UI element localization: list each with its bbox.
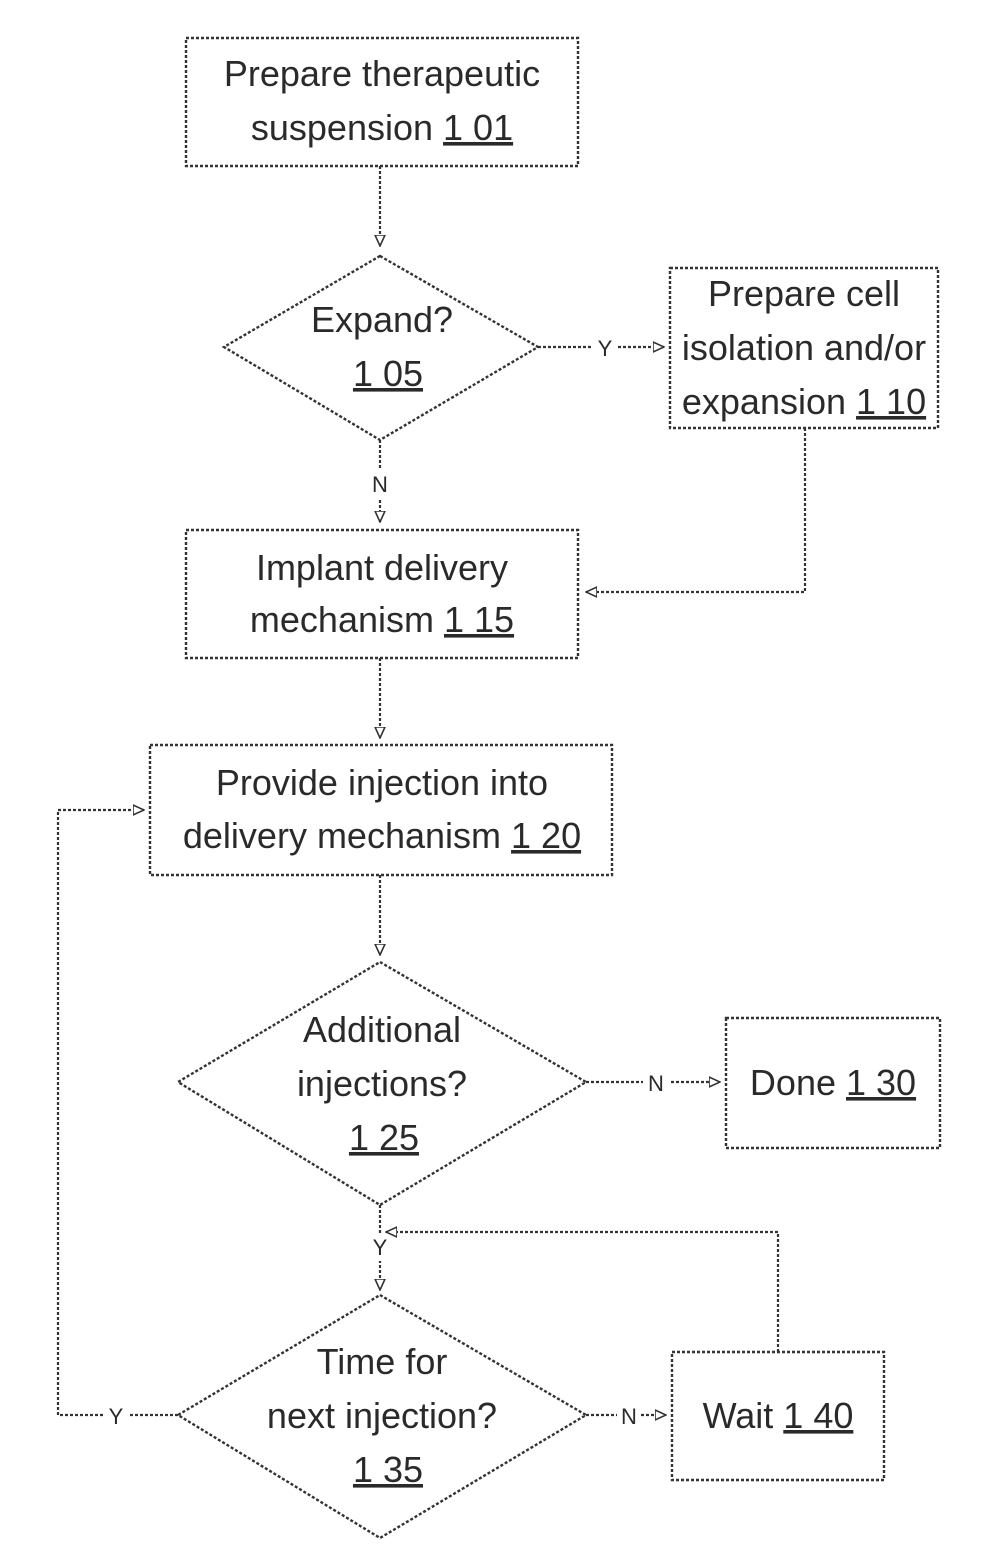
edge-label-105-110: Y	[598, 336, 613, 361]
node-prepare-cell-isolation: Prepare cell isolation and/or expansion …	[670, 268, 938, 428]
node-120-line1: Provide injection into	[216, 762, 548, 803]
edge-label-135-120: Y	[109, 1404, 124, 1429]
decision-additional-injections: Additional injections? 1 25	[178, 962, 586, 1205]
node-115-line1: Implant delivery	[256, 547, 508, 588]
edge-label-125-130: N	[648, 1071, 664, 1096]
edge-110-to-115	[586, 428, 805, 592]
decision-expand: Expand? 1 05	[224, 256, 538, 440]
node-implant-delivery-mechanism: Implant delivery mechanism 1 15	[186, 530, 578, 658]
edge-135-to-120-loop	[58, 810, 178, 1415]
edge-label-125-135: Y	[373, 1235, 388, 1260]
decision-125-line1: Additional	[303, 1009, 461, 1050]
decision-135-line2: next injection?	[267, 1395, 497, 1436]
node-prepare-therapeutic-suspension: Prepare therapeutic suspension 1 01	[186, 38, 578, 166]
node-130-label: Done 1 30	[750, 1062, 916, 1103]
node-140-label: Wait 1 40	[703, 1395, 854, 1436]
decision-105-ref: 1 05	[353, 353, 423, 394]
edge-label-135-140: N	[621, 1404, 637, 1429]
node-done: Done 1 30	[726, 1018, 940, 1148]
decision-125-ref: 1 25	[349, 1117, 419, 1158]
node-101-line2: suspension 1 01	[251, 107, 513, 148]
decision-time-for-next-injection: Time for next injection? 1 35	[178, 1295, 586, 1538]
decision-105-line1: Expand?	[311, 299, 453, 340]
edge-label-105-115: N	[372, 472, 388, 497]
node-101-line1: Prepare therapeutic	[224, 53, 540, 94]
node-120-line2: delivery mechanism 1 20	[183, 815, 581, 856]
node-wait: Wait 1 40	[672, 1352, 884, 1480]
decision-125-line2: injections?	[297, 1063, 467, 1104]
node-110-line3: expansion 1 10	[682, 381, 926, 422]
node-110-line2: isolation and/or	[682, 327, 926, 368]
decision-135-line1: Time for	[317, 1341, 448, 1382]
decision-135-ref: 1 35	[353, 1449, 423, 1490]
node-115-line2: mechanism 1 15	[250, 599, 514, 640]
node-provide-injection: Provide injection into delivery mechanis…	[150, 745, 612, 875]
node-110-line1: Prepare cell	[708, 273, 900, 314]
